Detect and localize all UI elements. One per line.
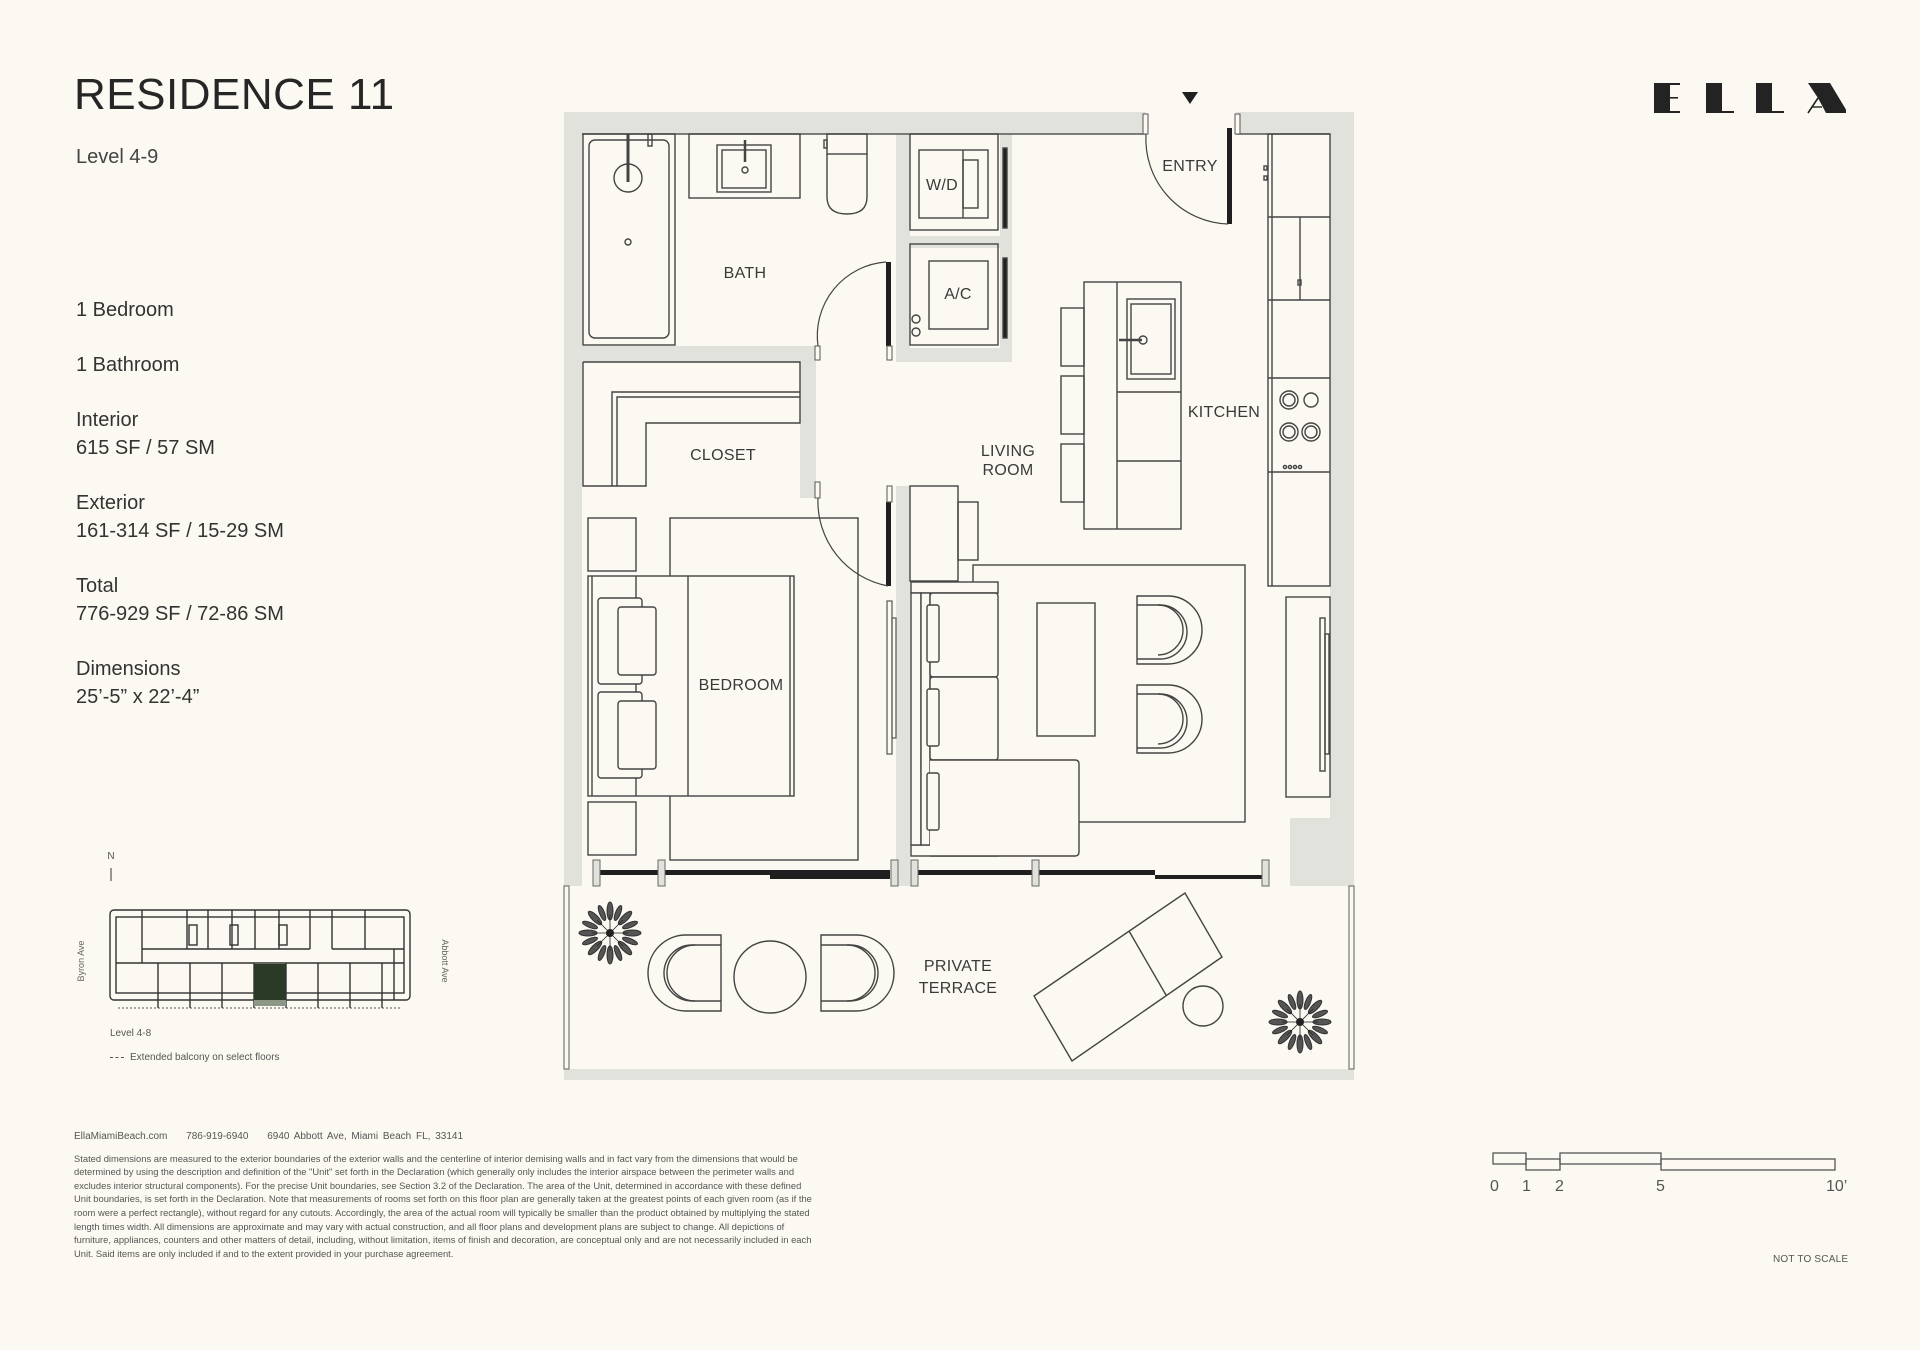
north-label: N [107, 851, 114, 862]
spec-exterior: Exterior 161-314 SF / 15-29 SM [76, 489, 284, 545]
dashed-line-icon [110, 1056, 124, 1058]
highlighted-unit [254, 964, 286, 1000]
label-bedroom: BEDROOM [699, 677, 784, 694]
label-terrace-1: PRIVATE [924, 958, 992, 975]
phone-number[interactable]: 786-919-6940 [186, 1131, 249, 1142]
plant-icon [1268, 990, 1332, 1054]
scale-bar: 0 1 2 5 10’ [1490, 1150, 1850, 1205]
interior-value: 615 SF / 57 SM [76, 437, 215, 459]
not-to-scale-note: NOT TO SCALE [1773, 1254, 1849, 1265]
ella-logo-icon [1654, 83, 1848, 114]
spec-dimensions: Dimensions 25’-5” x 22’-4” [76, 655, 284, 711]
bath-door [814, 261, 893, 361]
entry-arrow-icon [1182, 92, 1198, 104]
terrace-railings [563, 885, 1355, 1070]
entry-door [1142, 92, 1241, 225]
spec-interior: Interior 615 SF / 57 SM [76, 406, 284, 462]
street-right: Abbott Ave [440, 939, 450, 982]
ac-unit [909, 243, 1008, 346]
label-terrace-2: TERRACE [919, 980, 998, 997]
interior-label: Interior [76, 409, 139, 431]
total-label: Total [76, 575, 119, 597]
scale-tick-2: 2 [1555, 1178, 1564, 1195]
closet-shelves [582, 361, 801, 487]
bathrooms-value: 1 Bathroom [76, 354, 180, 376]
page-title: RESIDENCE 11 [74, 70, 395, 119]
total-value: 776-929 SF / 72-86 SM [76, 603, 284, 625]
bathtub [582, 133, 676, 346]
ella-logo [1650, 80, 1848, 121]
label-ac: A/C [944, 286, 972, 303]
kitchen-island [1060, 281, 1182, 530]
contact-line: EllaMiamiBeach.com 786-919-6940 6940 Abb… [74, 1130, 814, 1144]
key-plan: N Byron Ave Abbott Ave [70, 848, 470, 1068]
scale-bar-graphic [1492, 1152, 1836, 1171]
toilet [823, 133, 868, 215]
label-living-2: ROOM [983, 462, 1034, 479]
dimensions-value: 25’-5” x 22’-4” [76, 686, 200, 708]
sliding-doors [592, 859, 1270, 887]
key-level-label: Level 4-8 [110, 1028, 152, 1039]
scale-tick-1: 1 [1522, 1178, 1531, 1195]
key-legend: Extended balcony on select floors [110, 1052, 280, 1063]
key-legend-text: Extended balcony on select floors [130, 1052, 280, 1063]
exterior-label: Exterior [76, 492, 145, 514]
website-link[interactable]: EllaMiamiBeach.com [74, 1131, 168, 1142]
key-plan-map: N Byron Ave Abbott Ave [76, 851, 450, 1009]
bedrooms-value: 1 Bedroom [76, 299, 174, 321]
scale-tick-0: 0 [1490, 1178, 1499, 1195]
dimensions-label: Dimensions [76, 658, 181, 680]
label-bath: BATH [724, 265, 767, 282]
label-closet: CLOSET [690, 447, 756, 464]
level-subtitle: Level 4-9 [76, 146, 159, 168]
exterior-value: 161-314 SF / 15-29 SM [76, 520, 284, 542]
terrace-furniture [647, 891, 1224, 1063]
bedroom-door [814, 481, 893, 587]
address: 6940 Abbott Ave, Miami Beach FL, 33141 [267, 1131, 464, 1142]
bedroom-tv [886, 600, 897, 755]
label-wd: W/D [926, 177, 958, 194]
label-kitchen: KITCHEN [1188, 404, 1260, 421]
walls [564, 112, 1354, 1080]
scale-tick-10: 10’ [1826, 1178, 1848, 1195]
footer: EllaMiamiBeach.com 786-919-6940 6940 Abb… [74, 1130, 814, 1260]
washer-dryer [909, 133, 1008, 231]
room-labels: ENTRY BATH W/D A/C KITCHEN CLOSET LIVING… [690, 158, 1260, 997]
bed [587, 517, 859, 861]
street-left: Byron Ave [76, 941, 86, 982]
disclaimer: Stated dimensions are measured to the ex… [74, 1152, 812, 1259]
unit-specs: 1 Bedroom 1 Bathroom Interior 615 SF / 5… [76, 296, 284, 738]
spec-bathrooms: 1 Bathroom [76, 351, 284, 379]
label-entry: ENTRY [1162, 158, 1217, 175]
kitchen-counter [1263, 133, 1331, 587]
living-furniture [909, 485, 1331, 857]
spec-bedrooms: 1 Bedroom [76, 296, 284, 324]
scale-tick-5: 5 [1656, 1178, 1665, 1195]
label-living-1: LIVING [981, 443, 1035, 460]
spec-total: Total 776-929 SF / 72-86 SM [76, 572, 284, 628]
plant-icon [578, 901, 642, 965]
vanity-sink [688, 133, 801, 199]
